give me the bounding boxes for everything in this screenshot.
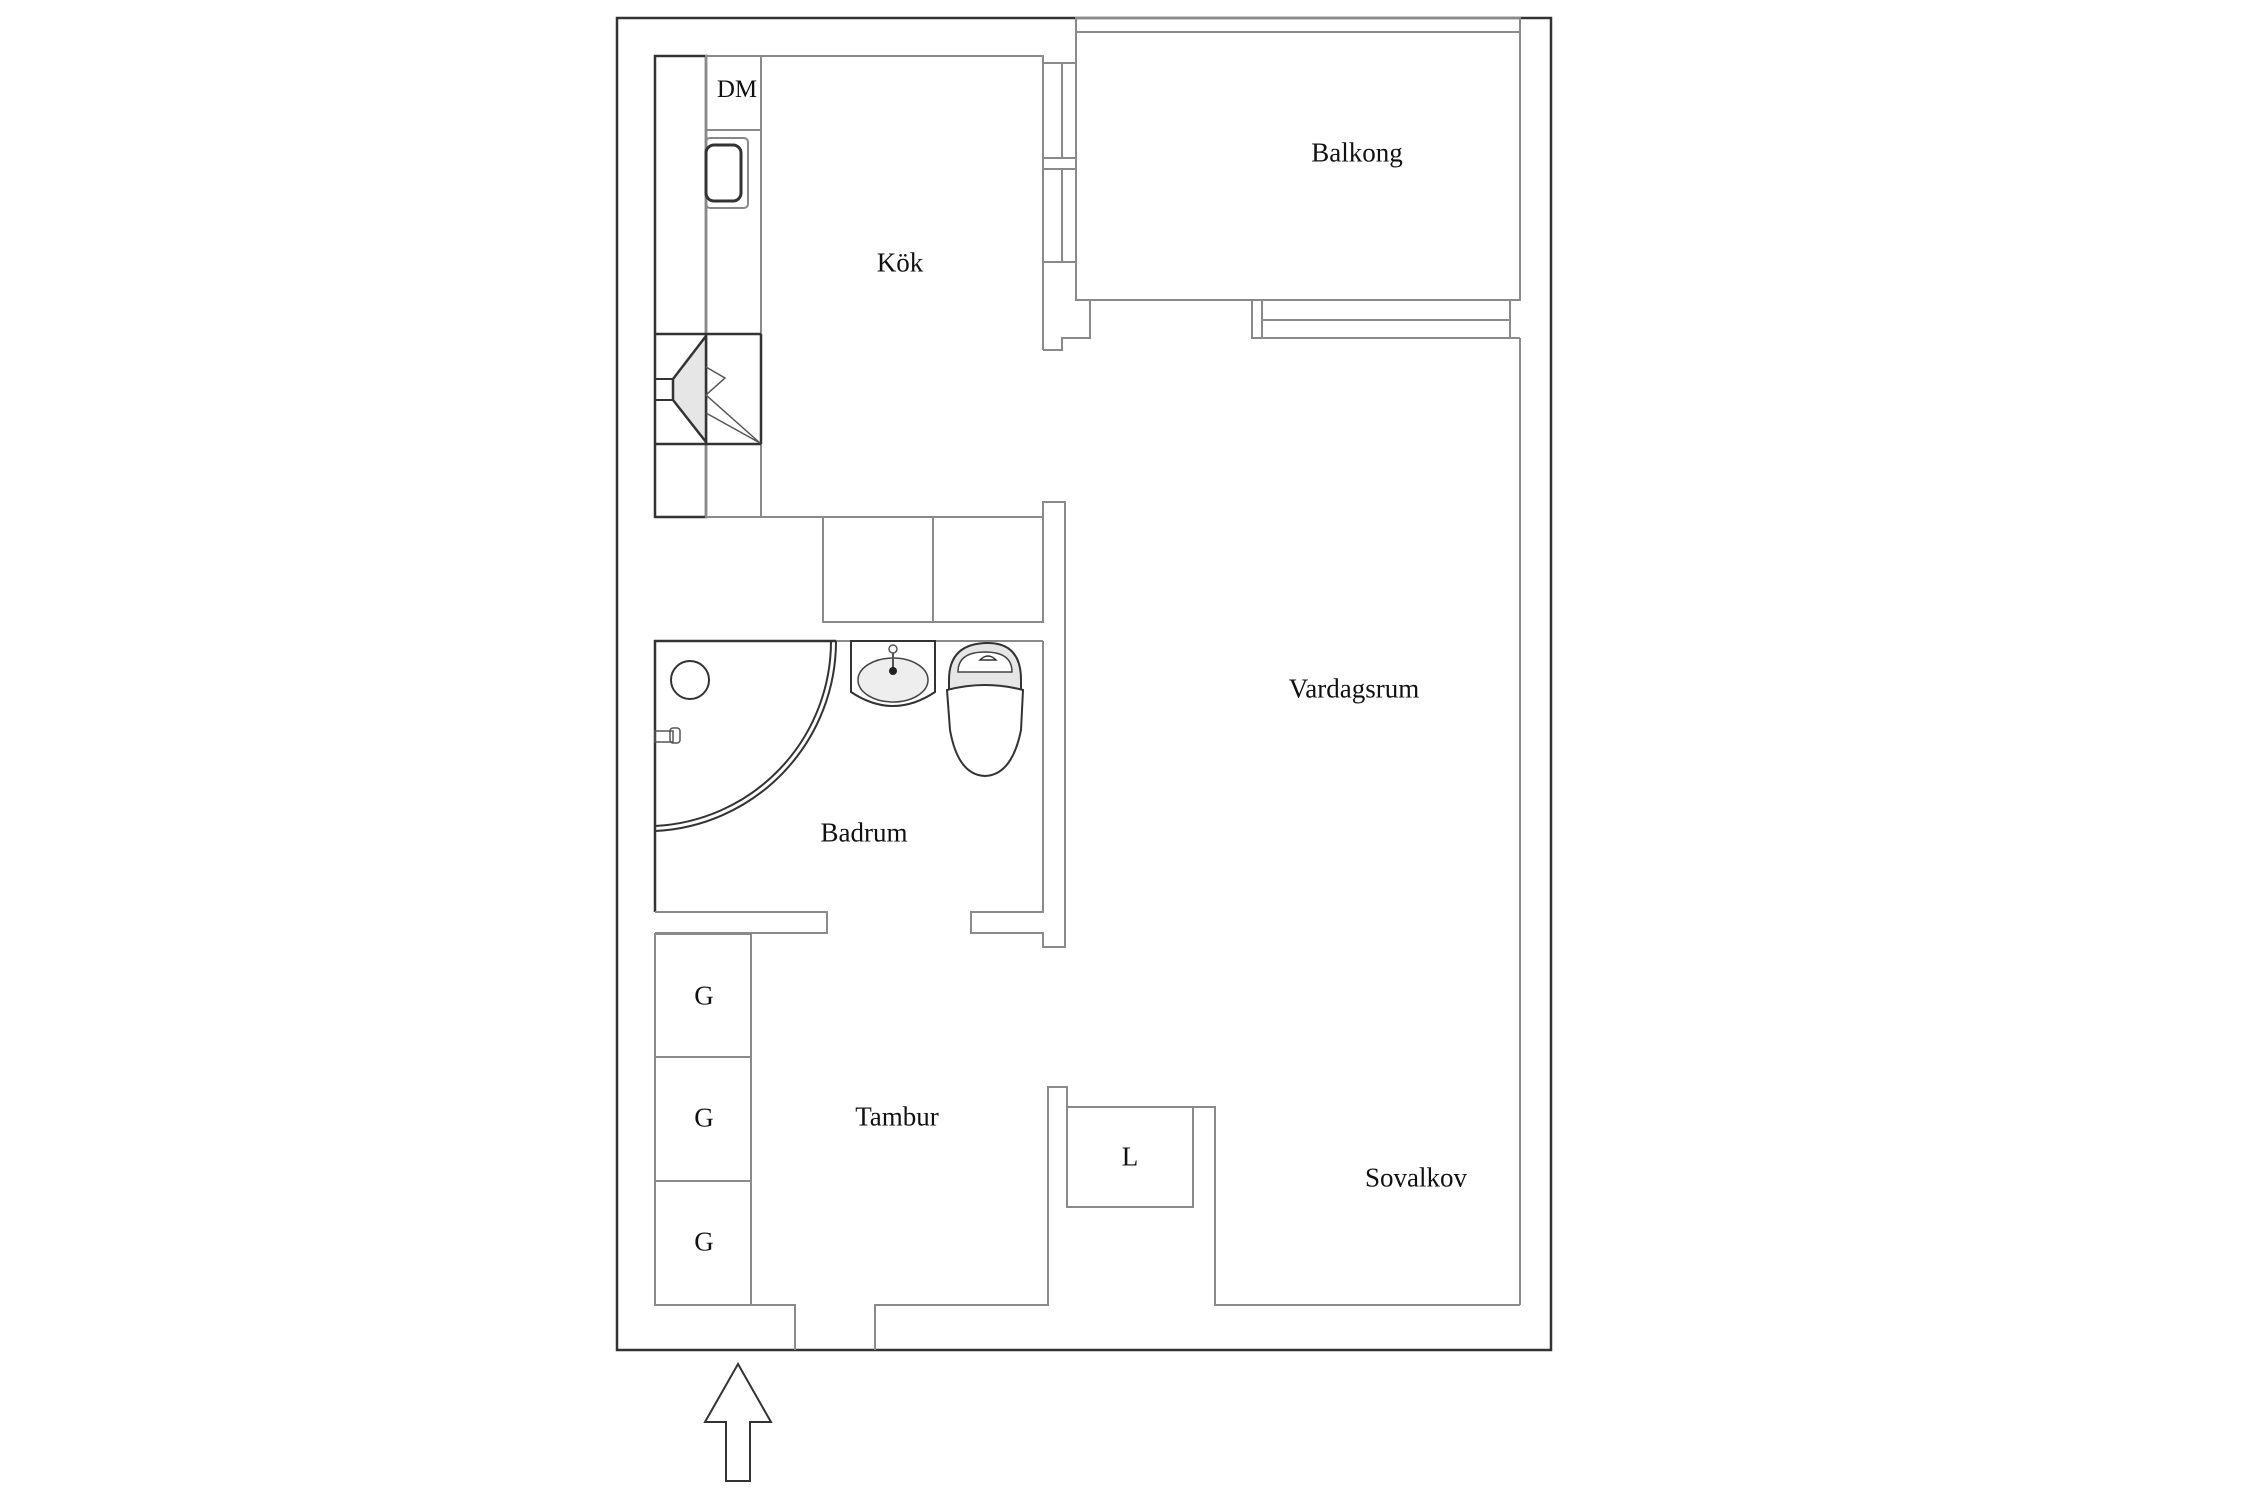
washbasin-icon	[850, 640, 936, 707]
wardrobe-label: G	[694, 980, 714, 1011]
linen-closet-label: L	[1121, 1141, 1139, 1172]
living-window	[1251, 300, 1521, 1305]
wardrobes	[654, 933, 1068, 1350]
wardrobe-label: G	[694, 1226, 714, 1257]
sink-icon	[704, 137, 749, 209]
linen-closet	[1066, 1106, 1520, 1306]
wardrobe-label: G	[694, 1102, 714, 1133]
hall-label: Tambur	[855, 1101, 939, 1132]
balcony-door	[1043, 62, 1091, 351]
shower-icon	[654, 640, 838, 832]
kitchen-counter	[653, 54, 763, 519]
sleeping-alcove-label: Sovalkov	[1364, 1162, 1468, 1193]
kitchen-walls	[706, 55, 1044, 518]
hall-cabinets	[822, 501, 1066, 948]
dishwasher-label: DM	[716, 76, 758, 103]
balcony-label: Balkong	[1311, 137, 1403, 168]
range-hood-icon	[654, 332, 761, 446]
balcony	[1075, 17, 1521, 301]
kitchen-label: Kök	[876, 247, 924, 278]
living-room-label: Vardagsrum	[1288, 673, 1420, 704]
bathroom-label: Badrum	[820, 817, 908, 848]
arrow-up-icon	[703, 1361, 773, 1482]
toilet-icon	[945, 641, 1025, 778]
